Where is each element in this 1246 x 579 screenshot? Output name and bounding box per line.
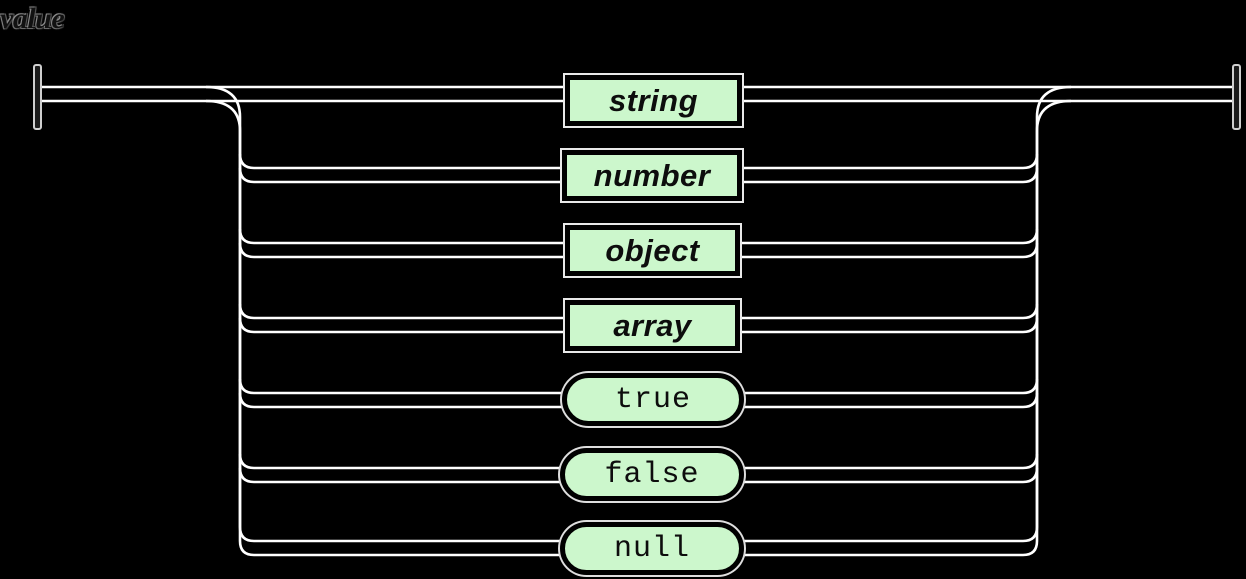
alternative-label: object (605, 232, 700, 268)
rail-fanin-spine-lower (1022, 99, 1072, 557)
alternative-node-number[interactable]: number (560, 148, 744, 203)
rail-branch-out-true-upper (744, 378, 1039, 395)
rail-branch-in-false-lower (238, 467, 560, 484)
alternative-label: false (604, 457, 700, 492)
rail-branch-in-object-upper (238, 228, 565, 245)
rail-branch-out-array-lower (740, 317, 1039, 334)
rail-branch-in-array-lower (238, 317, 565, 334)
alternative-label: array (613, 307, 692, 343)
alternative-node-null[interactable]: null (560, 522, 744, 575)
page-title: value (0, 2, 65, 35)
rail-branch-out-true-lower (744, 392, 1039, 409)
rail-branch-out-object-lower (740, 242, 1039, 259)
rail-branch-in-number-upper (238, 153, 562, 170)
rail-branch-out-false-upper (744, 453, 1039, 470)
rail-branch-in-true-upper (238, 378, 562, 395)
rail-branch-in-number-lower (238, 167, 562, 184)
rail-branch-out-object-upper (740, 228, 1039, 245)
rail-fanout-spine-lower (205, 99, 255, 557)
alternative-label: null (613, 531, 690, 566)
alternative-node-array[interactable]: array (563, 298, 742, 353)
alternative-label: number (593, 157, 711, 193)
alternative-label: string (608, 82, 699, 118)
rail-branch-in-object-lower (238, 242, 565, 259)
alternative-label: true (614, 382, 691, 417)
end-marker (1232, 64, 1241, 130)
alternative-node-true[interactable]: true (562, 373, 744, 426)
rail-branch-in-false-upper (238, 453, 560, 470)
rail-fanin-spine-upper (1022, 85, 1072, 543)
alternative-node-false[interactable]: false (560, 448, 744, 501)
alternative-node-string[interactable]: string (563, 73, 744, 128)
rail-fanout-spine-upper (205, 85, 255, 543)
rail-branch-in-array-upper (238, 303, 565, 320)
rail-branch-out-array-upper (740, 303, 1039, 320)
rail-branch-out-false-lower (744, 467, 1039, 484)
rail-branch-out-number-lower (742, 167, 1039, 184)
start-marker (33, 64, 42, 130)
rail-branch-in-true-lower (238, 392, 562, 409)
alternative-node-object[interactable]: object (563, 223, 742, 278)
rail-branch-out-number-upper (742, 153, 1039, 170)
